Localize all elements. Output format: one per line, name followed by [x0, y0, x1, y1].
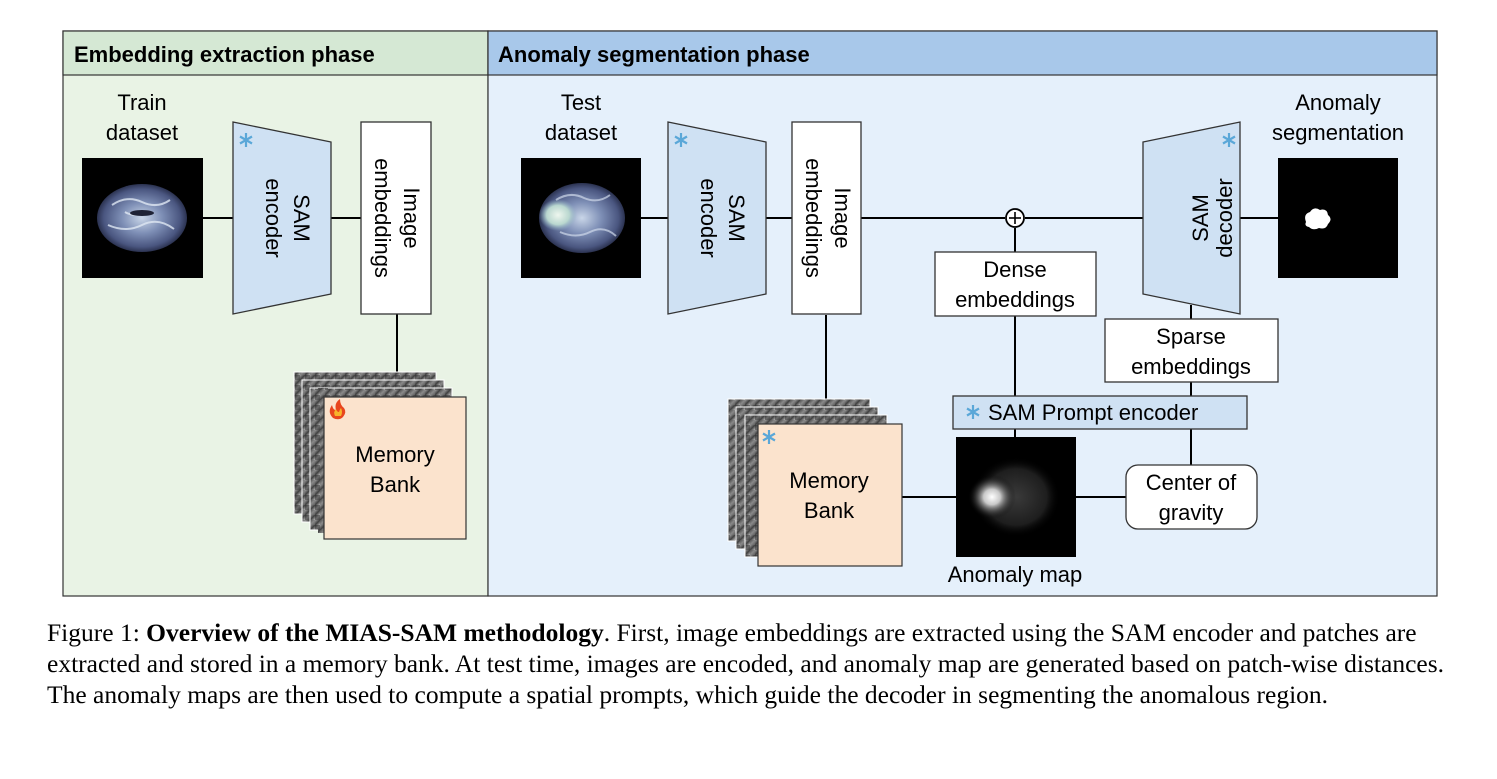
sparse-label-line2: embeddings [1131, 354, 1251, 379]
test-encoder-label-line1: SAM [724, 194, 749, 242]
test-dataset-label-line1: Test [561, 90, 601, 115]
test-encoder-label-line2: encoder [696, 178, 721, 258]
train-encoder-label-line2: encoder [261, 178, 286, 258]
train-embeddings-label-line2: embeddings [370, 158, 395, 278]
segmentation-output-image [1278, 158, 1398, 278]
dense-label-line1: Dense [983, 257, 1047, 282]
train-memory-label-line2: Bank [370, 472, 421, 497]
dense-embeddings-box: Dense embeddings [934, 251, 1097, 317]
cog-label-line2: gravity [1159, 500, 1224, 525]
sum-node [1005, 208, 1025, 228]
caption-prefix: Figure 1: [47, 618, 147, 647]
train-dataset-label-line1: Train [117, 90, 166, 115]
test-memory-label-line2: Bank [804, 498, 855, 523]
sparse-label-line1: Sparse [1156, 324, 1226, 349]
test-embeddings-label-line2: embeddings [801, 158, 826, 278]
sam-decoder: SAM decoder [1142, 121, 1241, 315]
train-image-embeddings: Image embeddings [360, 121, 432, 315]
train-memory-label-line1: Memory [355, 442, 434, 467]
train-dataset-label-line2: dataset [106, 120, 178, 145]
train-memory-bank: Memory Bank [293, 371, 467, 540]
test-sam-encoder: SAM encoder [667, 121, 767, 315]
prompt-encoder-label: SAM Prompt encoder [988, 400, 1198, 425]
fire-icon [329, 399, 346, 420]
cog-label-line1: Center of [1146, 470, 1237, 495]
test-memory-bank: Memory Bank [727, 398, 903, 567]
test-image-embeddings: Image embeddings [791, 121, 862, 315]
train-sam-encoder: SAM encoder [232, 121, 332, 315]
caption-body: . First, image embeddings are extracted … [47, 618, 1445, 709]
figure-caption: Figure 1: Overview of the MIAS-SAM metho… [47, 617, 1459, 710]
caption-title: Overview of the MIAS-SAM methodology [146, 618, 604, 647]
train-brain-image [82, 158, 203, 278]
test-memory-label-line1: Memory [789, 468, 868, 493]
segmentation-phase-title: Anomaly segmentation phase [498, 42, 810, 67]
train-encoder-label-line1: SAM [289, 194, 314, 242]
train-embeddings-label-line1: Image [399, 187, 424, 248]
methodology-diagram: Embedding extraction phase Anomaly segme… [62, 30, 1438, 597]
prompt-encoder-box: SAM Prompt encoder [952, 395, 1248, 430]
output-label-line1: Anomaly [1295, 90, 1381, 115]
anomaly-map-image [956, 437, 1076, 557]
output-label-line2: segmentation [1272, 120, 1404, 145]
anomaly-map-label: Anomaly map [948, 562, 1083, 587]
decoder-label-line2: decoder [1212, 178, 1237, 258]
sparse-embeddings-box: Sparse embeddings [1104, 318, 1279, 383]
center-of-gravity-box: Center of gravity [1125, 464, 1258, 530]
test-dataset-label-line2: dataset [545, 120, 617, 145]
extraction-phase-title: Embedding extraction phase [74, 42, 375, 67]
decoder-label-line1: SAM [1188, 194, 1213, 242]
test-brain-image [521, 158, 641, 278]
test-embeddings-label-line1: Image [830, 187, 855, 248]
dense-label-line2: embeddings [955, 287, 1075, 312]
